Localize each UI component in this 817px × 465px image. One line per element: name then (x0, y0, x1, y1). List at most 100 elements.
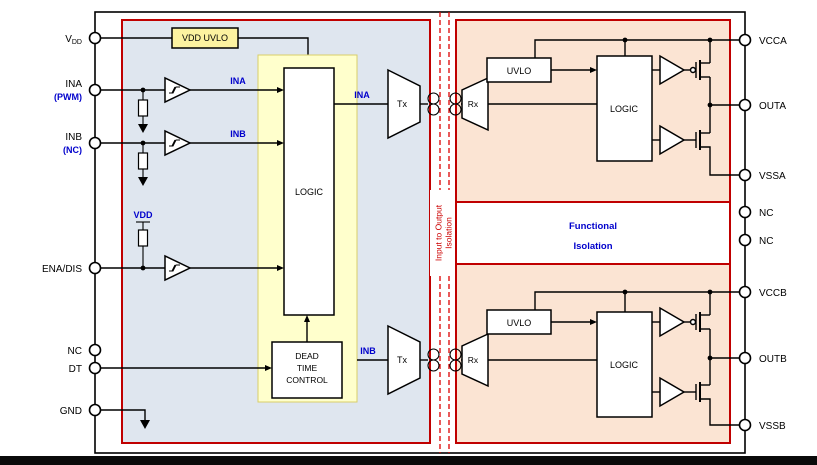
isolation-vertical-label-2: Isolation (444, 217, 454, 249)
inb-hysteresis-icon (169, 139, 180, 147)
pin-gnd (88, 403, 102, 417)
ena-pullup-resistor (137, 229, 149, 247)
rx-b-label: Rx (468, 355, 479, 365)
rx-a-block (461, 76, 489, 132)
gnd-wires (101, 409, 150, 429)
mosfet-b-low-icon (695, 382, 701, 402)
pins-right: VCCA OUTA VSSA NC NC VCCB OUTB VSSB (738, 33, 787, 432)
driver-a-region (455, 19, 731, 203)
pin-vccb-label: VCCB (759, 288, 787, 299)
gnd-ground-icon (140, 420, 150, 429)
tx-b-block (387, 324, 421, 396)
driver-a-low-buffer (659, 124, 686, 156)
rx-b-block (461, 332, 489, 388)
ina-input-wires (101, 87, 284, 133)
uvlo-b-block (486, 309, 552, 335)
pin-vcca-label: VCCA (759, 36, 787, 47)
pin-nc-right-2 (738, 233, 752, 247)
pin-nc-left-label: NC (68, 346, 82, 357)
ina-schmitt-buffer (164, 76, 192, 104)
pin-ena-dis-label: ENA/DIS (42, 264, 82, 275)
output-logic-a-label: LOGIC (610, 104, 639, 114)
pin-nc-right-2-label: NC (759, 236, 773, 247)
pin-ena-dis (88, 261, 102, 275)
pin-inb-label: INB (65, 132, 82, 143)
arrow-into-logic-bottom (304, 315, 310, 322)
arrow-uvlo-a-into-logic (590, 67, 597, 73)
pin-outa-label: OUTA (759, 101, 786, 112)
uvlo-b-label: UVLO (507, 318, 532, 328)
pullup-vdd-label: VDD (133, 210, 153, 220)
functional-isolation-label-1: Functional (569, 221, 617, 232)
isolation-vertical-label-1: Input to Output (434, 204, 444, 261)
driver-a-high-buffer (659, 54, 686, 86)
pin-vssb (738, 418, 752, 432)
ena-dis-wires (101, 221, 284, 271)
ina-ground-icon (138, 124, 148, 133)
pin-outa (738, 98, 752, 112)
pin-vdd-label: VDD (65, 34, 82, 46)
inb-schmitt-buffer (164, 129, 192, 157)
vdd-uvlo-label: VDD UVLO (182, 33, 228, 43)
arrow-uvlo-b-into-logic (590, 319, 597, 325)
pin-outb (738, 351, 752, 365)
inb-ground-icon (138, 177, 148, 186)
tx-b-label: Tx (397, 355, 407, 365)
dead-time-label-3: CONTROL (286, 375, 328, 385)
arrow-inb-into-logic (277, 140, 284, 146)
dead-time-control-block (271, 341, 343, 399)
input-logic-block (283, 67, 335, 316)
pin-vssb-label: VSSB (759, 421, 786, 432)
functional-isolation-band (455, 201, 731, 265)
uvlo-a-label: UVLO (507, 66, 532, 76)
driver-a-high-gate-bubble (689, 66, 697, 74)
transformer-a-icon (427, 92, 462, 116)
pin-outb-label: OUTB (759, 354, 787, 365)
driver-b-high-gate-bubble (689, 318, 697, 326)
ina-hysteresis-icon (169, 86, 180, 94)
mosfet-a-low-icon (695, 130, 701, 150)
output-logic-a-block (596, 55, 653, 162)
pin-vssa (738, 168, 752, 182)
inb-tx-label: INB (360, 346, 376, 356)
output-logic-b-label: LOGIC (610, 360, 639, 370)
driver-b-region (455, 263, 731, 444)
pin-gnd-label: GND (60, 406, 82, 417)
uvlo-a-block (486, 57, 552, 83)
driver-b-wires (488, 289, 739, 426)
mosfet-a-high-icon (695, 60, 701, 80)
pin-nc-right-1 (738, 205, 752, 219)
dead-time-wires (101, 315, 310, 371)
inb-input-wires (101, 140, 284, 186)
pin-dt-label: DT (69, 364, 82, 375)
pin-nc-right-1-label: NC (759, 208, 773, 219)
pin-vssa-label: VSSA (759, 171, 786, 182)
inb-wire-label: INB (230, 129, 246, 139)
ina-pulldown-resistor (137, 99, 149, 117)
pin-vdd (88, 31, 102, 45)
ena-schmitt-buffer (164, 254, 192, 282)
driver-a-wires (488, 37, 739, 176)
pin-vccb (738, 285, 752, 299)
pins-left: VDD INA (PWM) INB (NC) ENA/DIS NC DT GND (42, 31, 102, 417)
dead-time-label-2: TIME (297, 363, 318, 373)
pin-inb-sublabel: (NC) (63, 145, 82, 155)
pin-inb (88, 136, 102, 150)
functional-isolation-label-2: Isolation (573, 241, 612, 252)
isolation-text-mask (430, 190, 454, 276)
vdd-uvlo-block (171, 27, 239, 49)
rx-a-label: Rx (468, 99, 479, 109)
pin-ina (88, 83, 102, 97)
ina-tx-label: INA (354, 90, 370, 100)
mosfet-b-high-icon (695, 312, 701, 332)
pin-ina-label: INA (65, 79, 82, 90)
input-logic-label: LOGIC (295, 187, 324, 197)
pin-nc-left (88, 343, 102, 357)
driver-b-low-buffer (659, 376, 686, 408)
arrow-into-dtc (265, 365, 272, 371)
ena-hysteresis-icon (169, 264, 180, 272)
output-logic-b-block (596, 311, 653, 418)
device-outline (94, 11, 746, 454)
